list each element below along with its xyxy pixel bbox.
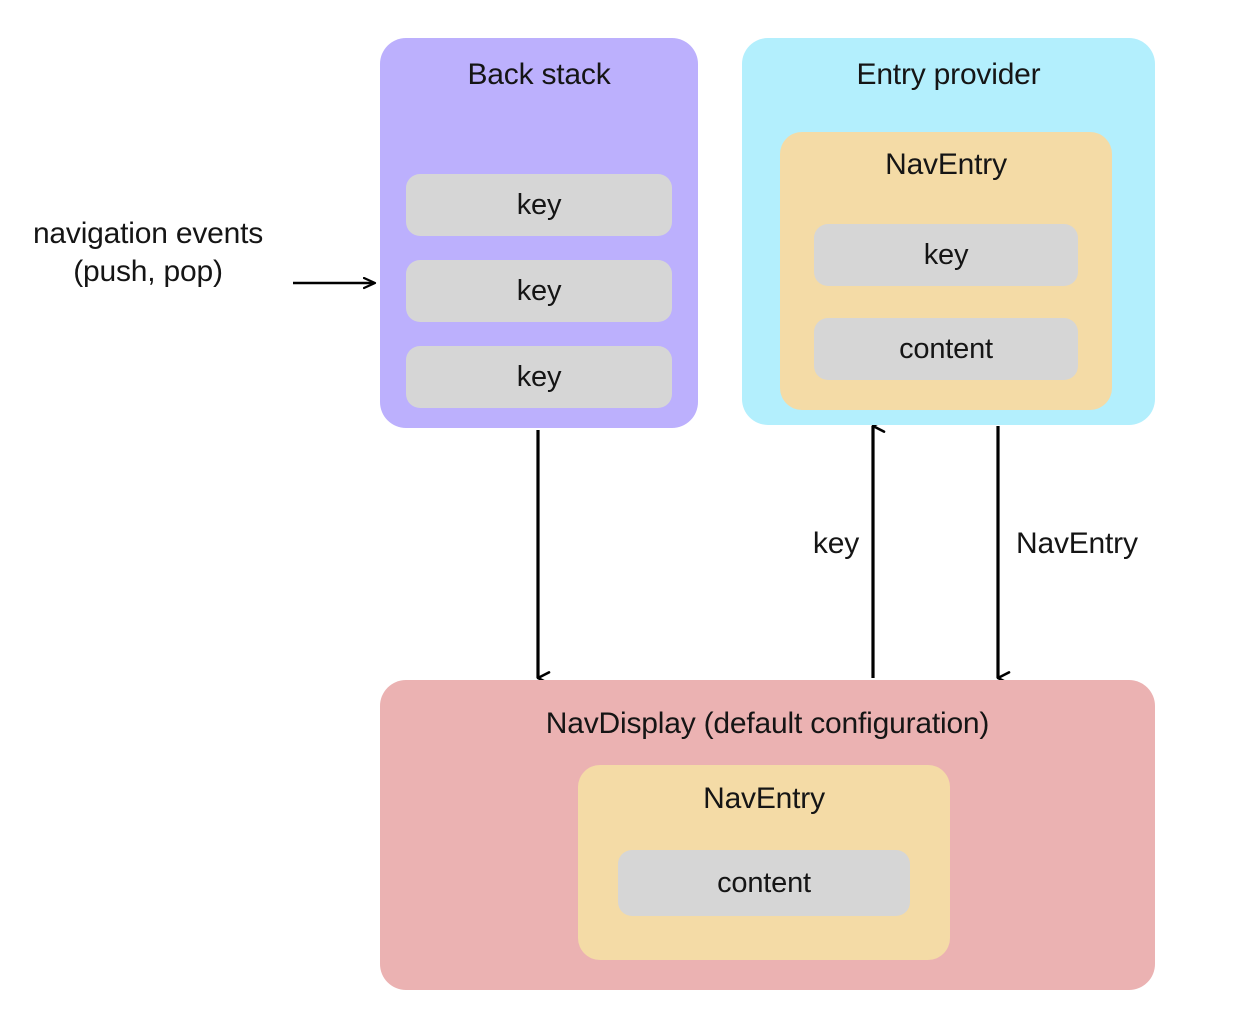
nav-entry-title: NavEntry — [885, 148, 1007, 181]
back-stack-title: Back stack — [467, 58, 611, 91]
navigation-events-label: navigation events (push, pop) — [32, 217, 264, 288]
entry-provider-title: Entry provider — [856, 58, 1041, 91]
nav-entry-content-chip: content — [814, 318, 1078, 380]
nav-display-box: NavDisplay (default configuration) NavEn… — [380, 680, 1155, 990]
back-stack-key-chip: key — [406, 346, 672, 408]
nav-entry-title: NavEntry — [703, 782, 825, 815]
back-stack-box: Back stack key key key — [380, 38, 698, 428]
edge-label-nav-entry: NavEntry — [1016, 527, 1138, 560]
entry-provider-nav-entry-box: NavEntry key content — [780, 132, 1112, 410]
nav-display-title: NavDisplay (default configuration) — [545, 707, 990, 740]
nav-entry-content-chip: content — [618, 850, 910, 916]
back-stack-key-chip: key — [406, 174, 672, 236]
edge-label-key: key — [812, 527, 859, 560]
nav-display-nav-entry-box: NavEntry content — [578, 765, 950, 960]
back-stack-key-chip: key — [406, 260, 672, 322]
nav-entry-key-chip: key — [814, 224, 1078, 286]
entry-provider-box: Entry provider NavEntry key content — [742, 38, 1155, 425]
